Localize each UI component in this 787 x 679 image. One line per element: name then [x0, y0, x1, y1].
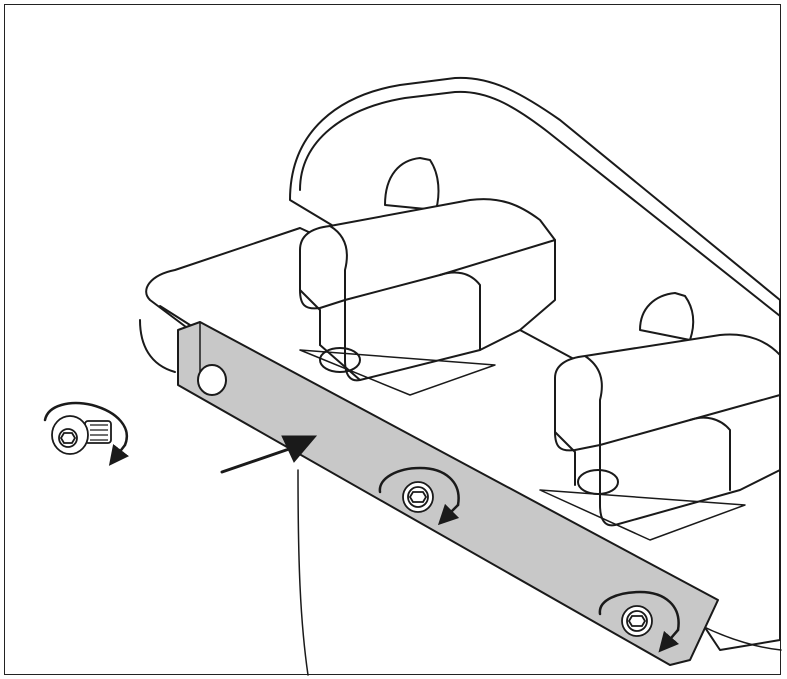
retaining-bar [177, 321, 719, 666]
left-clamp [299, 157, 556, 396]
bar-hole [197, 364, 227, 396]
screw-icon [51, 415, 112, 455]
rotate-arrow-icon [43, 401, 130, 466]
base-plate [139, 227, 781, 651]
rotate-arrow-icon [598, 590, 680, 653]
pointer-arrow-icon [220, 435, 318, 474]
housing-front-edge [297, 469, 782, 676]
screw-icon [621, 605, 653, 637]
right-clamp [539, 292, 781, 541]
rotate-arrow-icon [378, 466, 460, 526]
screw-icon [402, 481, 434, 513]
